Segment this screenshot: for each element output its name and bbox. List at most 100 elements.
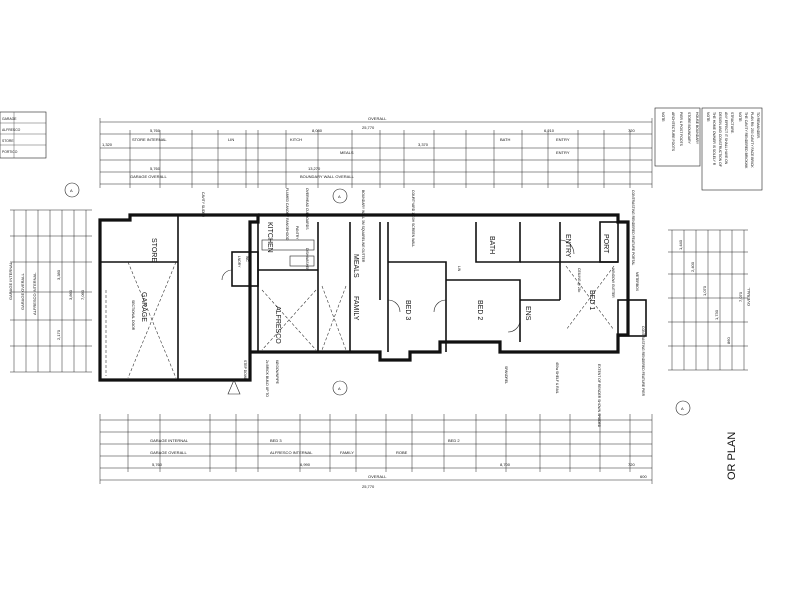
room-label-entry: ENTRY bbox=[564, 234, 571, 258]
room-label-meals: MEALS bbox=[352, 254, 359, 278]
bottom-dim: 600 bbox=[640, 474, 647, 479]
note-line: PLAN R6: 250 CAVITY FACE BRICK bbox=[750, 112, 754, 168]
top-dim: 8,030 bbox=[312, 128, 323, 133]
bottom-dim: 720 bbox=[628, 462, 635, 467]
note-line: TO REMAINDER. bbox=[756, 112, 760, 139]
note-line: THE HOME OWNER IS SOLELY R bbox=[712, 112, 716, 166]
note-line: HOUSE BOUNDARY bbox=[695, 112, 699, 145]
legend-item: PORTICO bbox=[2, 150, 18, 154]
bottom-dim: 5,760 bbox=[152, 462, 163, 467]
top-dim: 3,370 bbox=[418, 142, 429, 147]
annotation: EXTENT OF RENDER SHOWN SHADED bbox=[597, 364, 601, 428]
top-dim: 5,760 bbox=[150, 166, 161, 171]
annotation: 6Ø DOWNPIPE bbox=[275, 360, 279, 385]
note-heading: NOTE: bbox=[738, 112, 742, 122]
bottom-dim-label: ROBE bbox=[396, 450, 408, 455]
top-dim: 6,210 bbox=[544, 128, 555, 133]
note-line: ARCHITECTURE FOOTS bbox=[671, 112, 675, 152]
top-dim: 5,760 bbox=[150, 128, 161, 133]
note-line: STRUCTURE. bbox=[730, 112, 734, 134]
overall-top-value: 25,770 bbox=[362, 125, 375, 130]
right-dimension-strings: 1,440 2,400 1,070 1,730 860 7,070 OVERAL… bbox=[668, 229, 751, 371]
notes-block-mid-right: NOTE: THE HOME OWNER IS SOLELY R DESIGN … bbox=[701, 107, 763, 191]
room-label-wc: WC bbox=[245, 256, 249, 262]
bottom-dim-label: BED 3 bbox=[270, 438, 282, 443]
top-dim: 13,270 bbox=[308, 166, 321, 171]
room-label-bed3: BED 3 bbox=[404, 300, 411, 320]
bottom-dimension-strings: GARAGE INTERNAL BED 3 BED 2 GARAGE OVERA… bbox=[99, 414, 653, 489]
note-line: DESIGN AND CONSTRUCTION OF bbox=[718, 112, 722, 167]
right-overall-value: 7,070 bbox=[738, 291, 743, 302]
note-heading: NOTE: bbox=[661, 112, 665, 122]
north-arrow-icon bbox=[227, 379, 241, 395]
legend-item: ALFRESCO bbox=[2, 128, 21, 132]
left-dim: 2,170 bbox=[56, 329, 61, 340]
section-marker-label: A bbox=[338, 386, 341, 391]
room-label-alfresco: ALFRESCO bbox=[274, 306, 281, 344]
annotation: 2x BRICK BUILD UP TO bbox=[265, 360, 269, 397]
room-label-bath: BATH bbox=[488, 236, 495, 254]
annotation: CONTRASTING RENDERED FEATURE PIER bbox=[641, 326, 645, 397]
bottom-dim-label: GARAGE INTERNAL bbox=[150, 438, 189, 443]
top-dim-label: LIN bbox=[228, 137, 234, 142]
plan-annotations: BOUNDARY WALL 3M SQUARELINE GUTTER COURT… bbox=[131, 188, 645, 428]
annotation: WINDOW GUTTER bbox=[611, 268, 615, 298]
bottom-dim: 8,700 bbox=[500, 462, 511, 467]
right-overall-label: OVERALL bbox=[746, 287, 751, 306]
top-dim-label: ENTRY bbox=[556, 150, 570, 155]
overall-top-label: OVERALL bbox=[368, 116, 387, 121]
left-dim-label: GARAGE OVERALL bbox=[20, 273, 25, 310]
top-dim: 1,320 bbox=[102, 142, 113, 147]
annotation: CONTRASTING RENDERED FEATURE PORTAL bbox=[631, 190, 635, 265]
note-line: PIER & POST FOOTS bbox=[679, 112, 683, 147]
annotation: DISHWASHER bbox=[305, 248, 309, 271]
room-label-bed2: BED 2 bbox=[476, 300, 483, 320]
room-label-linen: LIN bbox=[457, 266, 461, 272]
annotation: CAVITY SLIDER bbox=[201, 192, 205, 218]
top-dim-label: MEALS bbox=[340, 150, 354, 155]
room-label-ens: ENS bbox=[524, 306, 531, 321]
right-dim: 1,440 bbox=[678, 239, 683, 250]
notes-block-top-right: NOTE: ARCHITECTURE FOOTS PIER & POST FOO… bbox=[654, 107, 701, 167]
top-dim-label: BOUNDARY WALL OVERALL bbox=[300, 174, 355, 179]
room-label-family: FAMILY bbox=[352, 296, 359, 321]
annotation: CEILING @ 28c bbox=[577, 268, 581, 293]
left-dimension-strings: GARAGE INTERNAL GARAGE OVERALL ALFRESCO … bbox=[8, 209, 92, 373]
overall-bottom-value: 25,770 bbox=[362, 484, 375, 489]
bottom-dim-label: BED 2 bbox=[448, 438, 460, 443]
top-dim-label: BATH bbox=[500, 137, 510, 142]
top-dim-label: STORE INTERNAL bbox=[132, 137, 167, 142]
left-dim-label: GARAGE INTERNAL bbox=[8, 261, 13, 300]
top-dimension-strings: OVERALL 25,770 5,760 8,030 6,210 720 STO… bbox=[99, 116, 653, 188]
right-dim: 2,400 bbox=[690, 261, 695, 272]
top-dim-label: KITCH bbox=[290, 137, 302, 142]
annotation: METERBOX bbox=[635, 272, 639, 292]
top-dim-label: GARAGE OVERALL bbox=[130, 174, 167, 179]
bottom-dim-label: FAMILY bbox=[340, 450, 354, 455]
top-dim-label: ENTRY bbox=[556, 137, 570, 142]
top-dim: 720 bbox=[628, 128, 635, 133]
annotation: SPANDREL bbox=[504, 366, 508, 384]
annotation: OVERHEAD CUPBOARDS bbox=[305, 188, 309, 230]
section-marker-icon bbox=[332, 188, 348, 204]
plan-title: OR PLAN bbox=[726, 432, 738, 480]
right-dim: 1,730 bbox=[714, 309, 719, 320]
section-marker-label: A bbox=[681, 406, 684, 411]
legend-table-top-left: GARAGE ALFRESCO STORE PORTICO bbox=[0, 111, 47, 159]
bottom-dim: 6,990 bbox=[300, 462, 311, 467]
room-label-bed1: BED 1 bbox=[588, 290, 595, 310]
annotation: STEP DOWN bbox=[243, 360, 247, 381]
overall-bottom-label: OVERALL bbox=[368, 474, 387, 479]
legend-item: STORE bbox=[2, 139, 14, 143]
section-marker-icon bbox=[332, 380, 348, 396]
bottom-dim-label: GARAGE OVERALL bbox=[150, 450, 187, 455]
legend-item: GARAGE bbox=[2, 117, 17, 121]
section-marker-label: A bbox=[338, 194, 341, 199]
room-label-kitchen: KITCHEN bbox=[266, 222, 273, 253]
section-markers: A A A A bbox=[64, 182, 691, 416]
annotation: FLUMED CANOPY RANGEHOOD bbox=[285, 188, 289, 241]
room-label-lndry: LNDRY bbox=[237, 256, 241, 268]
note-line: ANY EFFECT IT SHALL HAVE ON bbox=[724, 112, 728, 165]
left-dim-label: ALFRESCO INTERNAL bbox=[32, 272, 37, 315]
